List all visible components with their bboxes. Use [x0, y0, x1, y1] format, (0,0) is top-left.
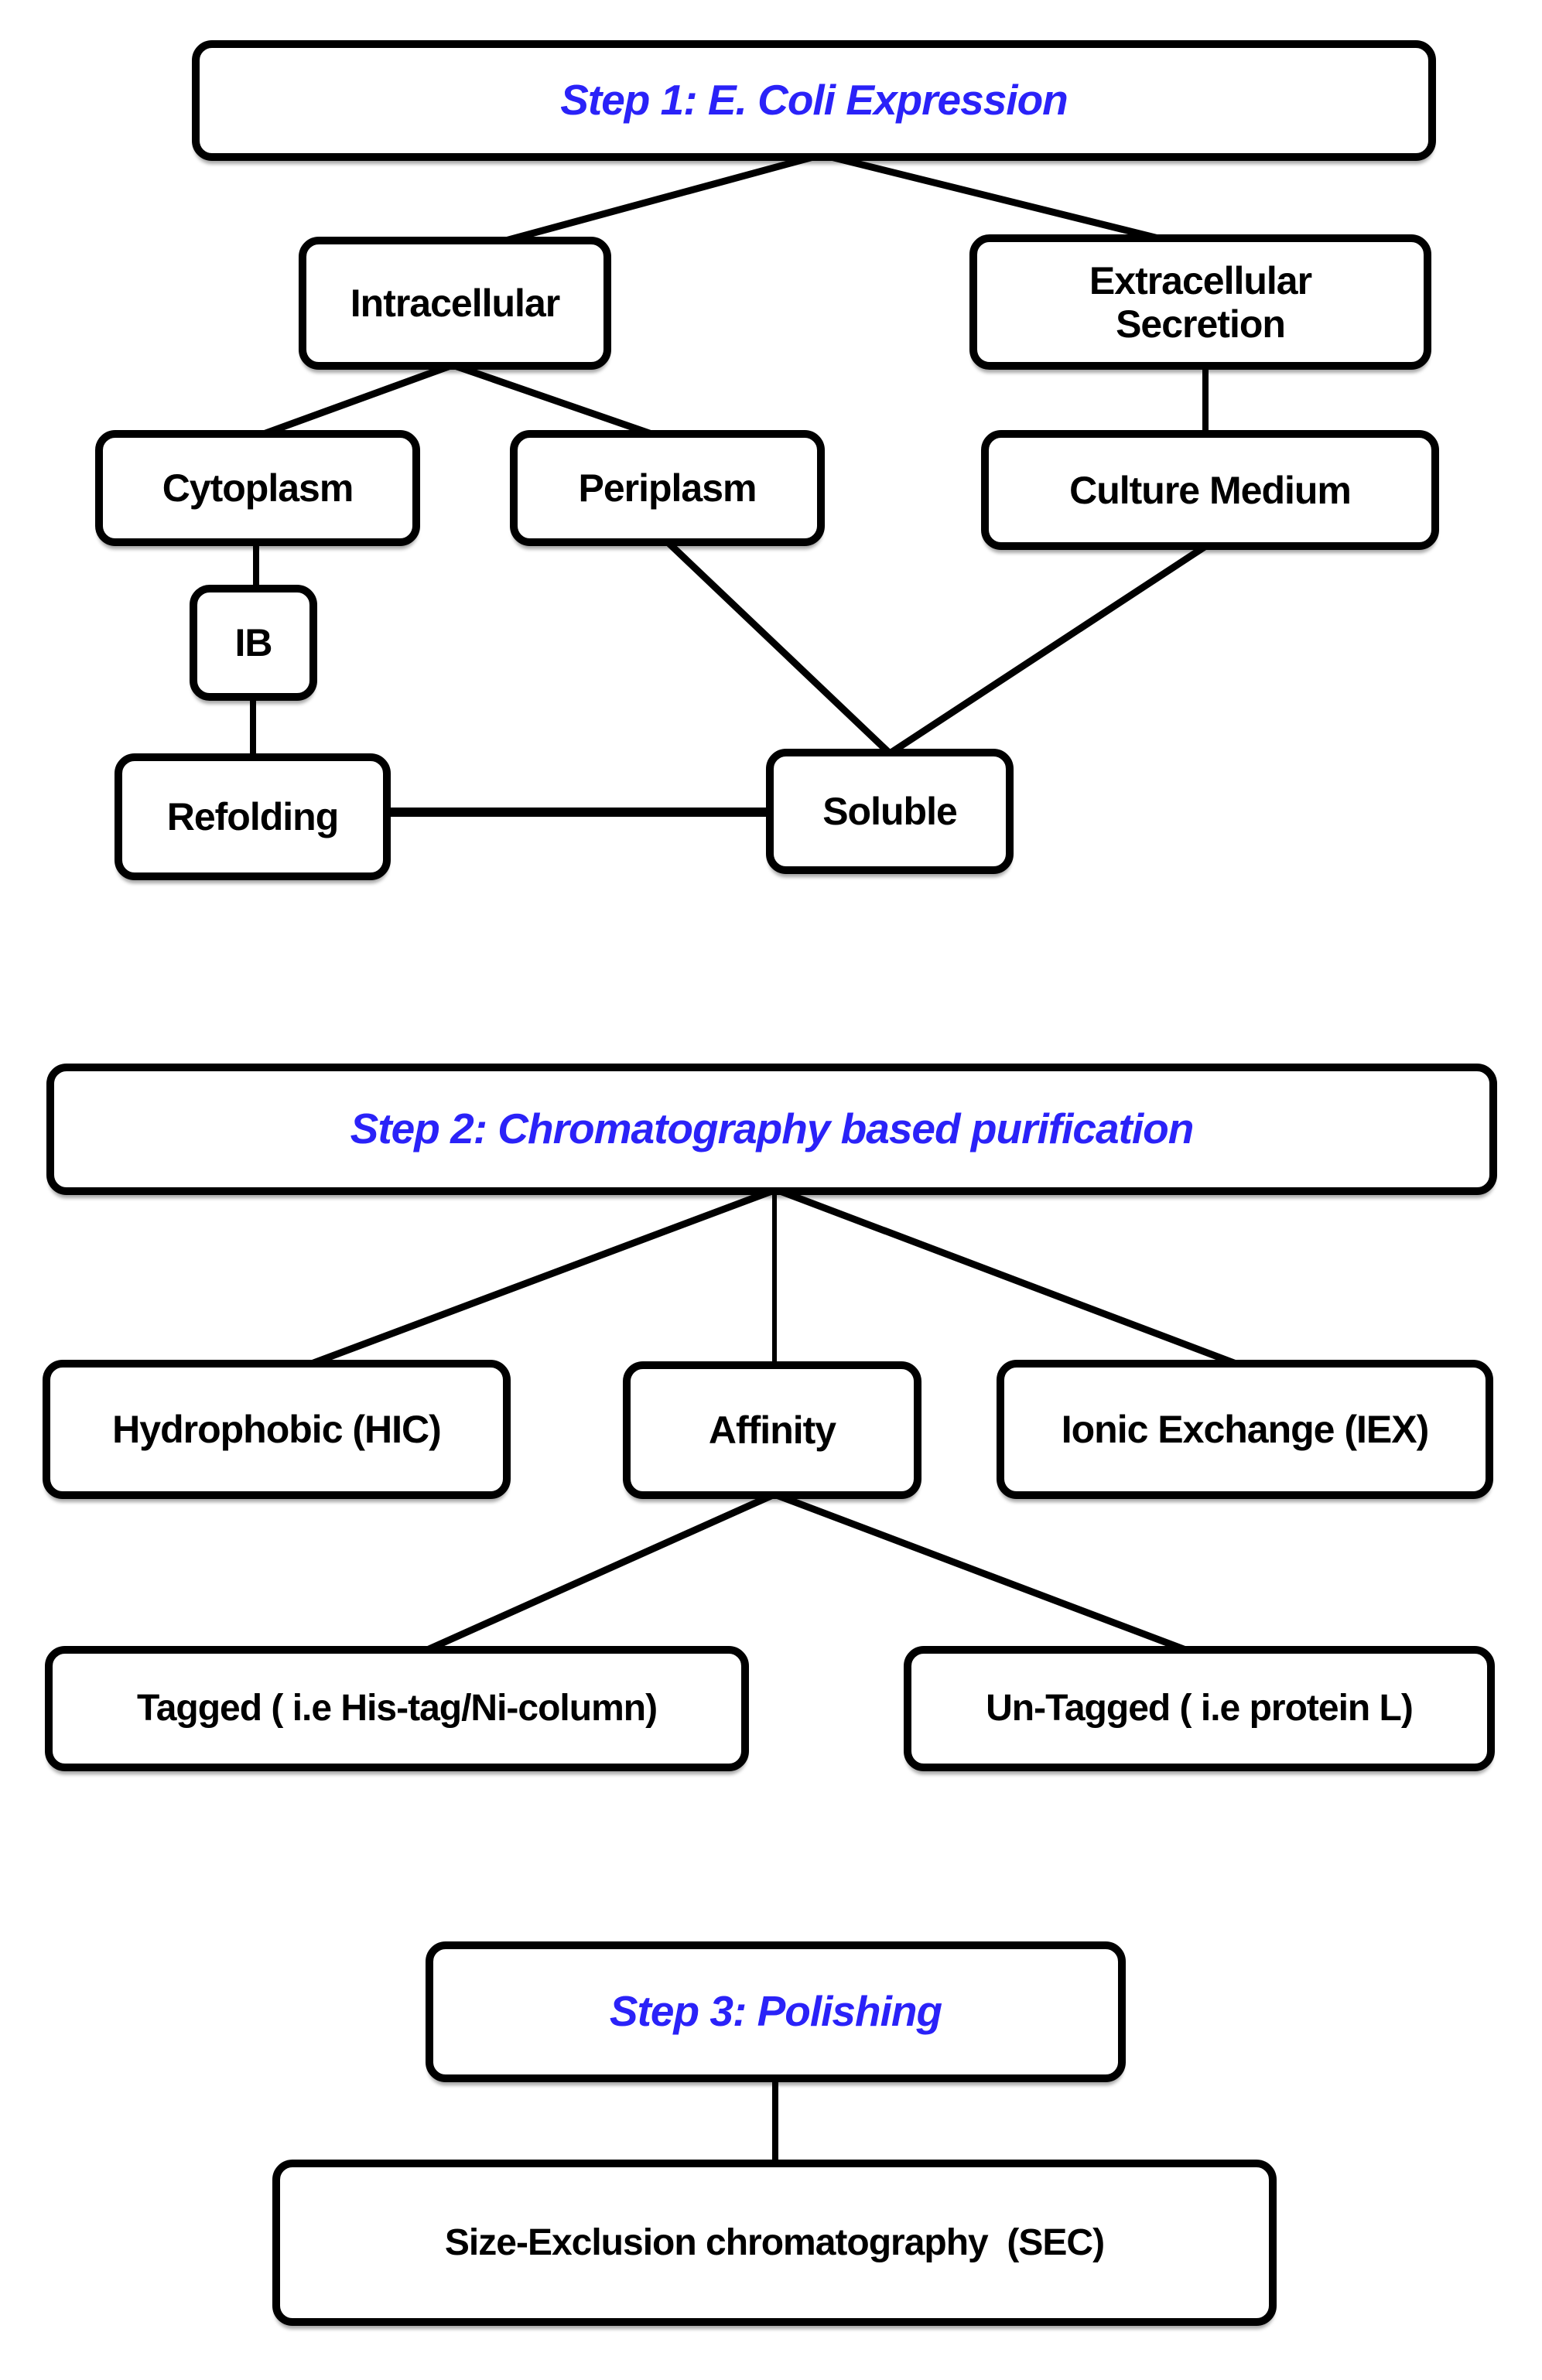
- node-soluble: Soluble: [766, 749, 1014, 874]
- node-culture-medium: Culture Medium: [981, 430, 1439, 550]
- node-hydrophobic-hic: Hydrophobic (HIC): [43, 1360, 511, 1499]
- node-extracellular-secretion-label: Extracellular Secretion: [1089, 258, 1312, 346]
- edge-step2-ionic-exchange: [774, 1186, 1239, 1368]
- node-hydrophobic-hic-label: Hydrophobic (HIC): [112, 1408, 442, 1451]
- node-periplasm-label: Periplasm: [578, 466, 757, 510]
- node-ionic-exchange-iex: Ionic Exchange (IEX): [997, 1360, 1493, 1499]
- edge-affinity-tagged: [424, 1490, 776, 1654]
- node-affinity: Affinity: [623, 1361, 921, 1499]
- edge-step1-intracellular: [501, 151, 823, 245]
- node-size-exclusion-sec: Size-Exclusion chromatography (SEC): [272, 2160, 1277, 2326]
- edge-step2-hydrophobic: [308, 1186, 778, 1368]
- node-step1: Step 1: E. Coli Expression: [192, 40, 1436, 161]
- node-soluble-label: Soluble: [822, 790, 958, 833]
- node-step2: Step 2: Chromatography based purificatio…: [46, 1064, 1497, 1195]
- node-cytoplasm: Cytoplasm: [95, 430, 420, 546]
- node-ib: IB: [190, 585, 317, 701]
- node-intracellular: Intracellular: [299, 237, 611, 370]
- edge-affinity-untagged: [773, 1490, 1189, 1654]
- edge-periplasm-soluble: [664, 538, 893, 756]
- node-extracellular-secretion: Extracellular Secretion: [969, 234, 1431, 370]
- node-periplasm: Periplasm: [510, 430, 825, 546]
- node-intracellular-label: Intracellular: [350, 282, 560, 325]
- node-cytoplasm-label: Cytoplasm: [162, 466, 354, 510]
- node-step3: Step 3: Polishing: [426, 1941, 1126, 2082]
- node-refolding-label: Refolding: [166, 795, 340, 838]
- node-tagged-label: Tagged ( i.e His-tag/Ni-column): [136, 1688, 658, 1730]
- node-untagged-label: Un-Tagged ( i.e protein L): [986, 1688, 1414, 1730]
- edge-intracellular-cytoplasm: [260, 361, 454, 439]
- node-step3-label: Step 3: Polishing: [609, 1987, 942, 2036]
- edge-intracellular-periplasm: [451, 361, 655, 439]
- node-ib-label: IB: [234, 621, 273, 664]
- node-untagged: Un-Tagged ( i.e protein L): [904, 1646, 1495, 1771]
- node-step1-label: Step 1: E. Coli Expression: [560, 76, 1068, 125]
- node-tagged: Tagged ( i.e His-tag/Ni-column): [45, 1646, 749, 1771]
- edge-culture-soluble: [887, 542, 1209, 756]
- edge-step1-extracellular: [820, 151, 1166, 244]
- node-affinity-label: Affinity: [708, 1409, 836, 1452]
- node-step2-label: Step 2: Chromatography based purificatio…: [350, 1105, 1195, 1153]
- node-size-exclusion-sec-label: Size-Exclusion chromatography (SEC): [444, 2221, 1105, 2263]
- node-refolding: Refolding: [115, 753, 391, 880]
- node-ionic-exchange-iex-label: Ionic Exchange (IEX): [1061, 1408, 1430, 1451]
- node-culture-medium-label: Culture Medium: [1069, 468, 1352, 512]
